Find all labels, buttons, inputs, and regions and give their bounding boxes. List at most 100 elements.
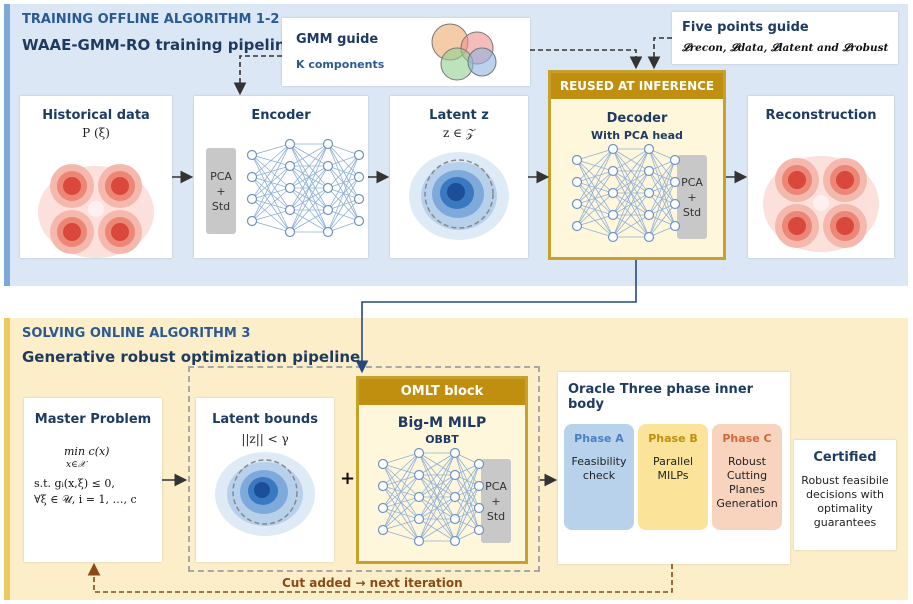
nn-edge (418, 452, 456, 476)
nn-node (246, 215, 258, 227)
nn-node (377, 458, 389, 470)
nn-node (449, 447, 461, 459)
nn-node (449, 535, 461, 547)
nn-edge (289, 143, 329, 233)
nn-node (413, 535, 425, 547)
nn-node (322, 204, 334, 216)
nn-edge (454, 463, 480, 542)
encoder-card: Encoder PCA + Std (194, 96, 368, 258)
nn-edge (251, 143, 291, 200)
certified-card: Certified Robust feasibile decisions wit… (794, 440, 896, 550)
nn-node (284, 160, 296, 172)
nn-node (322, 226, 334, 238)
master-problem-title: Master Problem (34, 412, 152, 427)
phase-text: Feasibility check (571, 455, 627, 482)
nn-node (571, 154, 583, 166)
gmm-guide-subtitle: K components (296, 58, 385, 71)
gmm-guide-title: GMM guide (296, 32, 379, 47)
oracle-title: Oracle Three phase inner body (568, 382, 754, 412)
reconstruction-density-plot (763, 156, 879, 252)
nn-edge (289, 165, 329, 233)
nn-edge (327, 154, 360, 189)
phase-name: Phase B (648, 432, 698, 445)
nn-node (284, 204, 296, 216)
decoder-reused-frame: REUSED AT INFERENCE Decoder With PCA hea… (548, 70, 726, 260)
latent-bounds-card: Latent bounds ||z|| < γ (196, 398, 334, 562)
latent-z-density-plot (409, 152, 509, 240)
nn-edge (612, 148, 650, 194)
nn-edge (612, 192, 650, 238)
decoder-subtitle: With PCA head (591, 129, 683, 142)
omlt-block-frame: OMLT block Big-M MILP OBBT PCA + Std (356, 376, 528, 564)
nn-node (353, 215, 365, 227)
training-subtitle: WAAE-GMM-RO training pipeline (22, 36, 296, 54)
reconstruction-title: Reconstruction (765, 108, 877, 123)
cut-added-label: Cut added → next iteration (282, 576, 463, 590)
omlt-network-icon (377, 447, 485, 547)
nn-node (353, 171, 365, 183)
nn-edge (382, 452, 420, 531)
nn-node (353, 193, 365, 205)
nn-node (473, 524, 485, 536)
master-objective: min c(x) (64, 445, 110, 458)
historical-density-plot (38, 164, 154, 258)
master-constraint: s.t. gᵢ(x,ξ) ≤ 0, (34, 477, 115, 490)
nn-edge (289, 143, 329, 211)
nn-edge (382, 474, 420, 531)
certified-title: Certified (813, 450, 877, 465)
gmm-guide-box: GMM guide K components (282, 18, 530, 86)
nn-edge (576, 148, 614, 183)
nn-node (643, 187, 655, 199)
nn-node (449, 469, 461, 481)
nn-node (643, 143, 655, 155)
plus-sign: + (340, 468, 356, 489)
omlt-title: Big-M MILP (397, 415, 487, 431)
reconstruction-card: Reconstruction (748, 96, 894, 258)
nn-node (571, 176, 583, 188)
latent-z-subtitle: z ∈ 𝒵 (443, 126, 475, 140)
nn-edge (327, 154, 360, 167)
nn-edge (576, 170, 614, 227)
nn-node (284, 226, 296, 238)
nn-node (246, 193, 258, 205)
nn-edge (382, 452, 420, 509)
nn-edge (289, 209, 329, 233)
decoder-network-icon (571, 143, 681, 243)
nn-node (669, 220, 681, 232)
decoder-pca-block: PCA + Std (677, 155, 707, 239)
nn-edge (382, 452, 420, 465)
omlt-subtitle: OBBT (425, 433, 459, 446)
nn-edge (648, 159, 676, 216)
nn-node (669, 176, 681, 188)
nn-edge (327, 143, 360, 156)
nn-node (449, 513, 461, 525)
nn-edge (327, 198, 360, 233)
nn-node (473, 458, 485, 470)
nn-edge (576, 148, 614, 205)
nn-node (413, 491, 425, 503)
encoder-network-icon (246, 138, 365, 238)
nn-edge (612, 148, 650, 238)
nn-edge (251, 165, 291, 222)
nn-edge (576, 214, 614, 227)
nn-edge (418, 496, 456, 542)
nn-node (284, 138, 296, 150)
nn-edge (251, 143, 291, 156)
historical-data-subtitle: P (ξ) (82, 126, 110, 140)
certified-text: Robust feasibile decisions with optimali… (801, 474, 889, 529)
nn-node (571, 220, 583, 232)
latent-bounds-density-plot (215, 452, 315, 536)
nn-node (607, 187, 619, 199)
solving-section-title: SOLVING ONLINE ALGORITHM 3 (22, 326, 251, 341)
nn-edge (648, 181, 676, 238)
nn-edge (576, 225, 614, 238)
nn-node (246, 149, 258, 161)
nn-edge (648, 159, 676, 238)
nn-node (413, 447, 425, 459)
nn-edge (251, 143, 291, 222)
nn-edge (576, 148, 614, 161)
training-section-title: TRAINING OFFLINE ALGORITHM 1-2 (22, 12, 280, 27)
nn-edge (251, 187, 291, 222)
